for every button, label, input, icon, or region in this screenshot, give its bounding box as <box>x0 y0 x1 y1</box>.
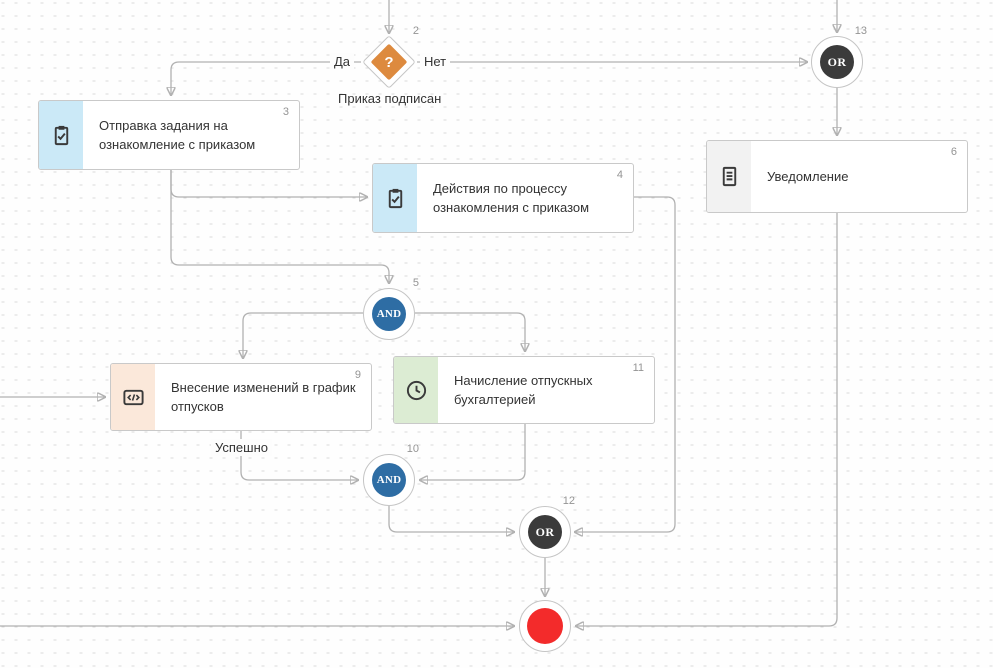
end-event-node[interactable] <box>519 600 571 652</box>
decision-gateway[interactable]: ? 2 <box>362 25 419 89</box>
edge-task3-to-and5 <box>170 170 389 283</box>
edge-task3-to-task4 <box>170 170 367 197</box>
node-number: 13 <box>854 25 867 37</box>
edge-notification6-to-end <box>576 213 838 626</box>
code-icon <box>111 364 155 430</box>
or-gateway-label: OR <box>528 515 562 549</box>
node-number: 12 <box>562 495 575 507</box>
task-node-process-actions[interactable]: Действия по процессу ознакомления с прик… <box>372 163 634 233</box>
edge-task11-to-and10 <box>420 424 526 480</box>
node-number: 4 <box>616 169 623 181</box>
node-number: 3 <box>282 106 289 118</box>
edge-and10-to-or12 <box>388 506 514 532</box>
edge-task4-to-or12 <box>575 196 676 532</box>
node-number: 11 <box>632 362 644 374</box>
edge-and5-to-task11 <box>415 312 525 351</box>
node-number: 6 <box>950 146 957 158</box>
question-icon: ? <box>384 53 394 71</box>
and-gateway-label: AND <box>372 297 406 331</box>
document-icon <box>707 141 751 212</box>
node-number: 9 <box>354 369 361 381</box>
gateway-ring <box>811 36 863 88</box>
end-event-dot <box>527 608 563 644</box>
edge-task9-to-and10 <box>240 431 358 480</box>
clock-icon <box>394 357 438 423</box>
edge-label-success: Успешно <box>211 439 272 456</box>
edge-label-no: Нет <box>420 53 451 70</box>
clipboard-check-icon <box>373 164 417 232</box>
and-gateway-10[interactable]: AND 10 <box>363 443 419 506</box>
and-gateway-label: AND <box>372 463 406 497</box>
or-gateway-label: OR <box>820 45 854 79</box>
task-node-vacation-pay[interactable]: Начисление отпускных бухгалтерией 11 <box>393 356 655 424</box>
node-number: 10 <box>406 443 419 455</box>
task-title: Отправка задания на ознакомление с прика… <box>99 117 256 153</box>
and-gateway-5[interactable]: AND 5 <box>363 277 419 340</box>
node-number: 5 <box>412 277 419 289</box>
task-title: Действия по процессу ознакомления с прик… <box>433 180 590 216</box>
node-number: 2 <box>412 25 419 37</box>
or-gateway-12[interactable]: OR 12 <box>519 495 575 558</box>
clipboard-check-icon <box>39 101 83 169</box>
edge-yes-to-task3 <box>171 61 361 95</box>
task-node-send-assignment[interactable]: Отправка задания на ознакомление с прика… <box>38 100 300 170</box>
task-node-schedule-change[interactable]: Внесение изменений в график отпусков 9 <box>110 363 372 431</box>
notification-node[interactable]: Уведомление 6 <box>706 140 968 213</box>
task-title: Уведомление <box>767 168 849 184</box>
task-title: Внесение изменений в график отпусков <box>171 379 356 415</box>
task-title: Начисление отпускных бухгалтерией <box>454 372 593 408</box>
edge-and5-to-task9 <box>243 312 363 358</box>
or-gateway-13[interactable]: OR 13 <box>811 25 867 88</box>
decision-caption: Приказ подписан <box>338 91 442 106</box>
edge-label-yes: Да <box>330 53 355 70</box>
